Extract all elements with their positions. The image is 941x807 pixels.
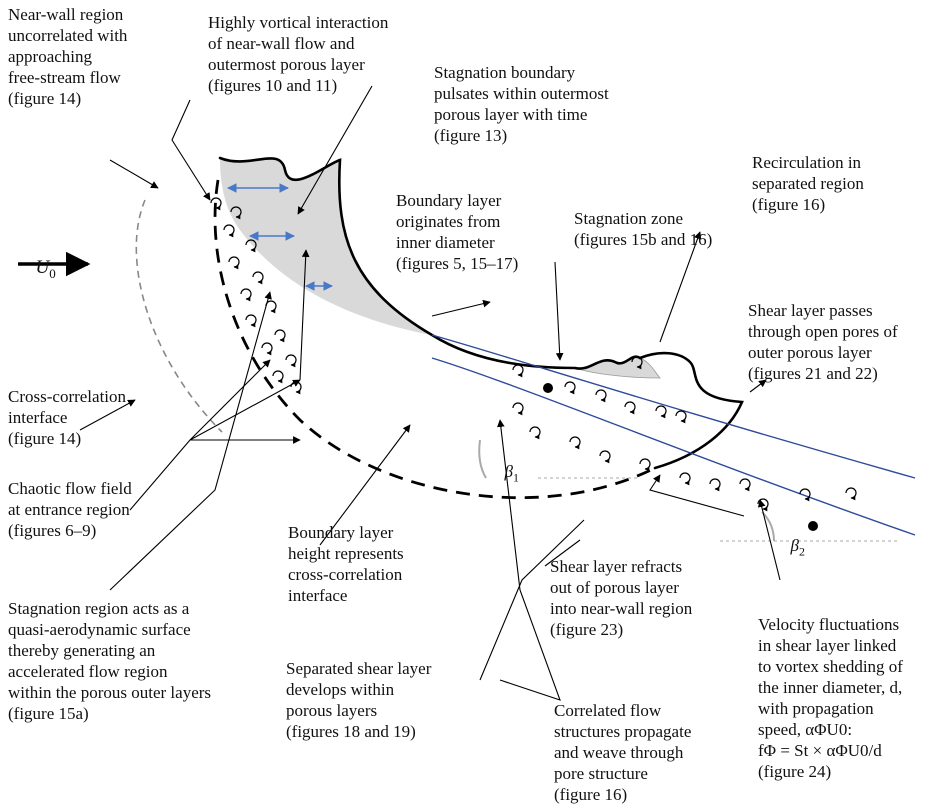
shear-layer-lower (431, 357, 916, 536)
beta1-subscript: 1 (512, 470, 519, 485)
stagnation-shaded-region (220, 158, 432, 335)
freestream-subscript: 0 (49, 265, 56, 281)
label-bl-origin: Boundary layer originates from inner dia… (396, 191, 519, 273)
label-separated: Separated shear layer develops within po… (286, 659, 432, 741)
label-bl-height: Boundary layer height represents cross-c… (288, 523, 404, 605)
label-velocity: Velocity fluctuations in shear layer lin… (758, 615, 903, 781)
label-recirculation: Recirculation in separated region (figur… (752, 153, 864, 214)
beta2-subscript: 2 (798, 544, 805, 559)
label-correlated: Correlated flow structures propagate and… (554, 701, 692, 804)
leader-lines (79, 85, 781, 701)
label-near-wall: Near-wall region uncorrelated with appro… (8, 5, 128, 108)
tracer-dot (808, 521, 818, 531)
label-chaotic: Chaotic flow field at entrance region (f… (8, 479, 132, 540)
label-refracts: Shear layer refracts out of porous layer… (550, 557, 693, 639)
porous-layer-outline (218, 156, 744, 470)
stagnation-boundary-dashed (213, 179, 656, 499)
freestream-label: U0 (26, 236, 56, 284)
beta2-symbol: β (790, 536, 799, 555)
label-vortical: Highly vortical interaction of near-wall… (208, 13, 389, 95)
label-cross-corr: Cross-correlation interface (figure 14) (8, 387, 127, 448)
label-stag-boundary: Stagnation boundary pulsates within oute… (434, 63, 609, 145)
beta1-symbol: β (504, 462, 513, 481)
freestream-symbol: U (35, 257, 50, 278)
cross-correlation-interface (135, 199, 223, 433)
beta1-arc (478, 439, 487, 479)
tracer-dot (543, 383, 553, 393)
label-stag-zone: Stagnation zone (figures 15b and 16) (574, 209, 713, 249)
shear-layer-upper (431, 334, 916, 479)
label-stag-region: Stagnation region acts as a quasi-aerody… (8, 599, 212, 723)
beta2-label: β2 (782, 514, 805, 562)
label-shear-pass: Shear layer passes through open pores of… (748, 301, 898, 383)
beta1-label: β1 (496, 440, 519, 488)
